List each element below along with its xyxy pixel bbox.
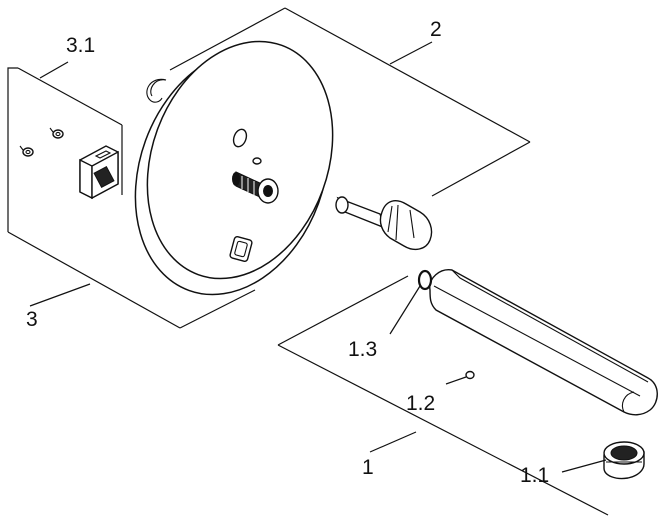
- retaining-clip: [146, 78, 167, 103]
- o-ring: [417, 269, 433, 291]
- screw-left: [19, 145, 34, 157]
- spout: [429, 269, 658, 416]
- label-3: 3: [26, 308, 38, 331]
- group-2-outline: [169, 7, 531, 197]
- label-1: 1: [362, 456, 374, 479]
- leader-lines: [29, 61, 607, 473]
- valve-handle: [335, 196, 433, 251]
- cartridge-block: [79, 145, 119, 200]
- threaded-spindle: [232, 157, 279, 204]
- label-1-1: 1.1: [520, 464, 549, 487]
- label-1-2: 1.2: [406, 392, 435, 415]
- pin: [465, 370, 475, 380]
- screw-right: [49, 127, 64, 139]
- label-2: 2: [430, 18, 442, 41]
- label-1-3: 1.3: [348, 338, 377, 361]
- label-3-1: 3.1: [66, 34, 95, 57]
- rosette-disc: [134, 40, 334, 296]
- group-3-outline: [7, 67, 256, 329]
- group-1-outline: [277, 275, 609, 516]
- aerator: [603, 441, 645, 480]
